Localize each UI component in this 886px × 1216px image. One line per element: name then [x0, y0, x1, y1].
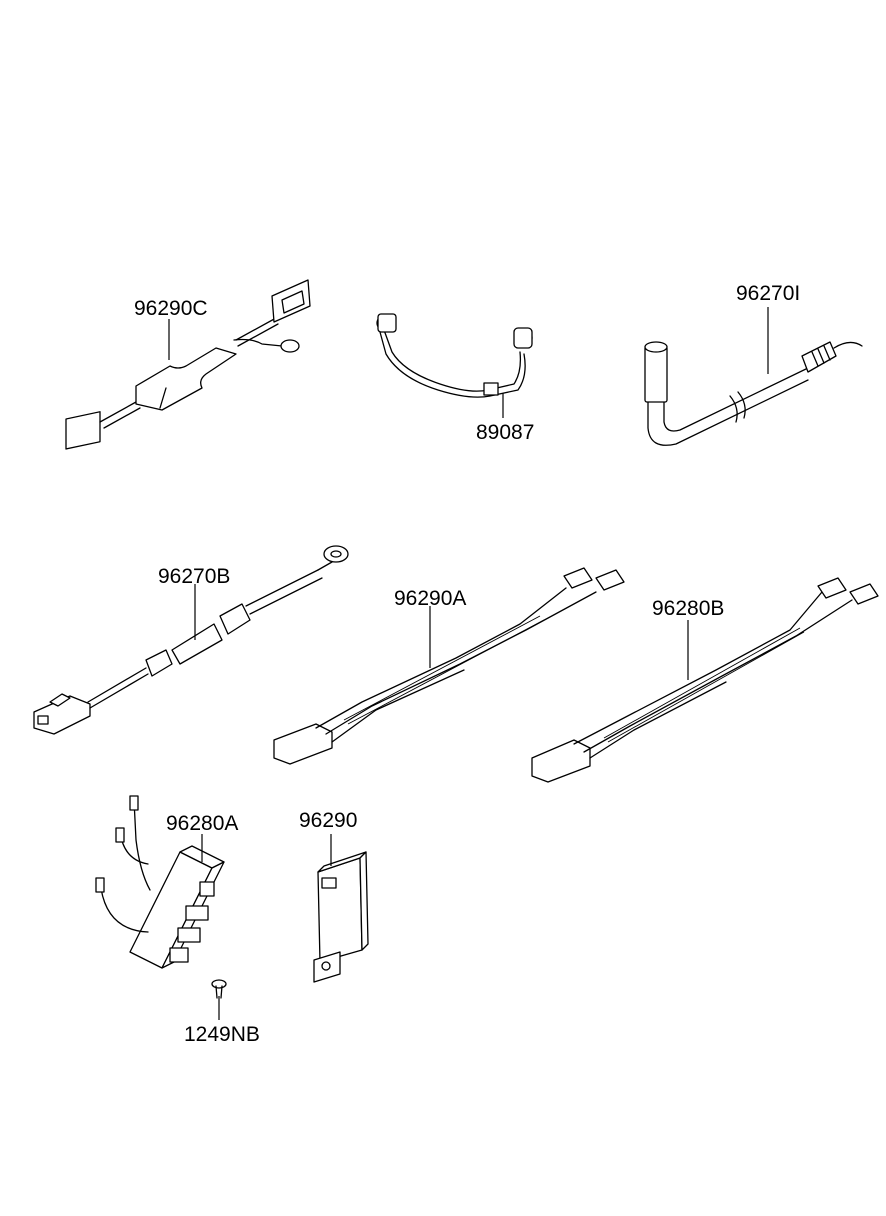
part-label-96280B: 96280B	[652, 597, 725, 620]
part-label-89087: 89087	[476, 421, 535, 444]
part-label-96280A: 96280A	[166, 812, 239, 835]
part-89087-illustration	[376, 313, 533, 418]
part-label-1249NB: 1249NB	[184, 1023, 260, 1046]
part-label-96290A: 96290A	[394, 587, 467, 610]
part-96290C-illustration	[65, 279, 311, 450]
part-96290-illustration	[313, 834, 369, 983]
part-label-96270B: 96270B	[158, 565, 231, 588]
part-96290A-illustration	[273, 567, 625, 765]
part-label-96270I: 96270I	[736, 282, 801, 305]
part-label-96290: 96290	[299, 809, 358, 832]
part-96270I-illustration	[644, 307, 863, 446]
part-96270B-illustration	[33, 545, 349, 735]
part-96280B-illustration	[531, 577, 879, 783]
part-1249NB-illustration	[211, 979, 227, 1020]
part-96280A-illustration	[95, 795, 225, 969]
part-label-96290C: 96290C	[134, 297, 208, 320]
